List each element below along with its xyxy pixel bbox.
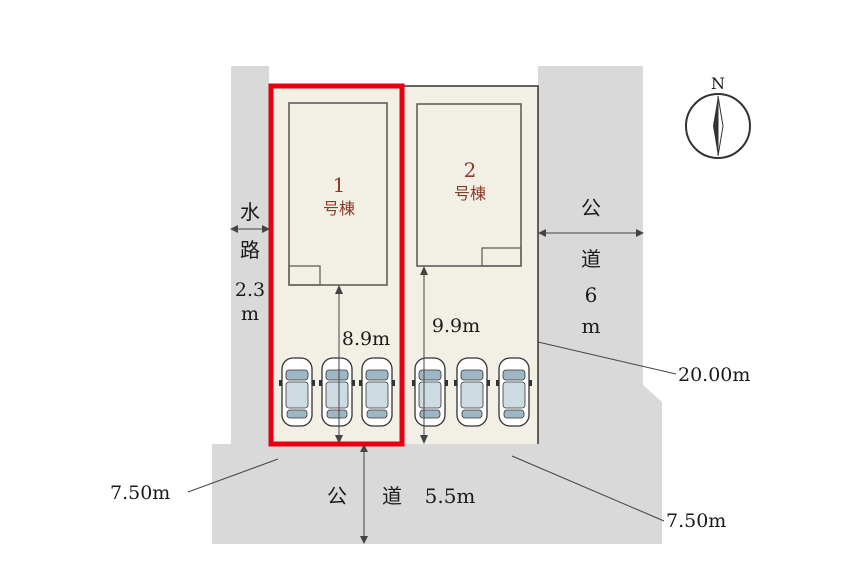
waterway-label-2: 路: [240, 238, 260, 262]
south-road-label-2: 道: [382, 484, 402, 508]
depth-dimension-1: [335, 285, 343, 444]
leader-line-east: [537, 341, 677, 375]
car-icon: [411, 357, 449, 427]
building-2-entry: [481, 247, 522, 267]
car-icon: [278, 357, 316, 427]
frontage-left-label: 7.50m: [110, 482, 170, 504]
east-road-label-2: 道: [581, 247, 601, 271]
east-road: [538, 66, 662, 544]
south-road-width: 5.5m: [425, 484, 476, 508]
frontage-east-label: 20.00m: [678, 364, 750, 386]
waterway-strip: [231, 66, 269, 444]
waterway-label-1: 水: [240, 200, 260, 224]
east-road-width: 6: [585, 283, 598, 307]
leader-line-left: [187, 458, 279, 493]
frontage-right-label: 7.50m: [666, 510, 726, 532]
leader-line-right: [511, 455, 665, 522]
depth-dimension-2: [420, 266, 428, 444]
unit-1-highlight-frame: [268, 83, 405, 447]
car-icon: [358, 357, 396, 427]
unit-1-suffix: 号棟: [323, 199, 355, 218]
building-1-entry: [288, 265, 321, 286]
buildings: [288, 102, 522, 286]
building-2-footprint: [416, 103, 522, 267]
depth-label-unit-2: 9.9m: [432, 315, 480, 337]
waterway-unit: m: [241, 303, 259, 325]
car-icon: [318, 357, 356, 427]
north-compass-icon: [685, 93, 751, 159]
compass-north-label: N: [711, 74, 725, 93]
depth-label-unit-1: 8.9m: [342, 328, 390, 350]
waterway-width: 2.3: [235, 279, 265, 301]
lot-boundary: [402, 85, 539, 444]
east-road-label-1: 公: [581, 196, 601, 220]
building-1-footprint: [288, 102, 388, 286]
waterway-width-arrow: [230, 225, 270, 233]
unit-2-number: 2: [464, 158, 477, 182]
east-road-unit: m: [582, 314, 601, 338]
car-icon: [453, 357, 491, 427]
unit-2-suffix: 号棟: [454, 184, 486, 203]
unit-1-number: 1: [333, 173, 346, 197]
south-road-width-arrow: [360, 444, 368, 544]
road-areas: [212, 66, 662, 544]
south-road: [212, 444, 662, 544]
car-icon: [495, 357, 533, 427]
east-road-width-arrow: [538, 229, 644, 237]
south-road-label-1: 公: [327, 484, 347, 508]
